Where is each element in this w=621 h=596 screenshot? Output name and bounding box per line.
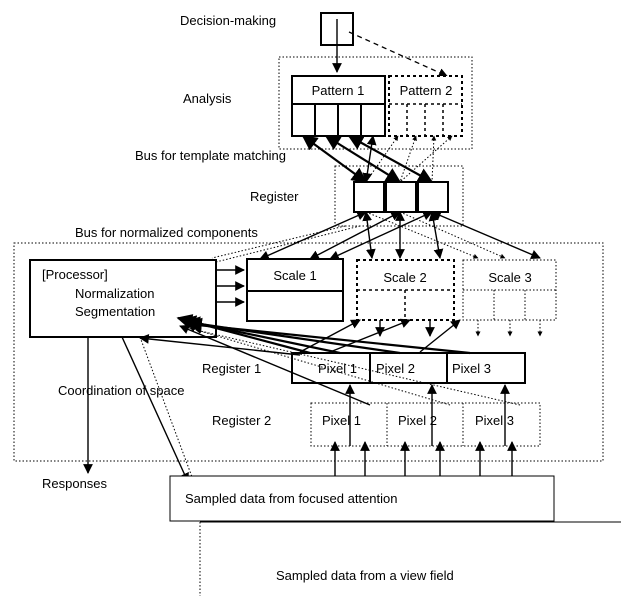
view-field-box: Sampled data from a view field: [199, 521, 621, 596]
template-matching-bus-arrows: [301, 135, 453, 183]
processor-normalization: Normalization: [75, 286, 154, 301]
pixels-to-processor-arrows: [139, 314, 521, 406]
focused-attention-label: Sampled data from focused attention: [185, 491, 397, 506]
register-2-pixel-2: Pixel 2: [398, 413, 437, 428]
register-2-pixel-1: Pixel 1: [322, 413, 361, 428]
decision-to-pattern2-arrow: [348, 31, 448, 77]
register-2-label: Register 2: [212, 413, 271, 428]
scale-2-label: Scale 2: [383, 270, 426, 285]
register2-to-register1-arrows: [345, 384, 510, 446]
register-1-pixel-1: Pixel 1: [318, 361, 357, 376]
decision-making-label: Decision-making: [180, 13, 276, 28]
register-cells: [353, 181, 449, 213]
register-2-pixels: Pixel 1 Pixel 2 Pixel 3: [310, 402, 541, 447]
processor-output-arrows: [83, 336, 209, 521]
coordination-of-space-label: Coordination of space: [58, 383, 184, 398]
analysis-label: Analysis: [183, 91, 232, 106]
scale-1-label: Scale 1: [273, 268, 316, 283]
processor-title: [Processor]: [42, 267, 108, 282]
register-1-pixel-2: Pixel 2: [376, 361, 415, 376]
pattern-1-label: Pattern 1: [312, 83, 365, 98]
register-1-pixel-3: Pixel 3: [452, 361, 491, 376]
focused-attention-box: Sampled data from focused attention: [169, 475, 555, 522]
register-1-pixels: Pixel 1 Pixel 2 Pixel 3: [291, 352, 526, 384]
processor-box: [Processor] Normalization Segmentation: [29, 259, 217, 338]
scale-3-box: Scale 3: [462, 259, 557, 321]
normalized-components-bus-arrows: [211, 210, 541, 263]
bus-normalized-components-label: Bus for normalized components: [75, 225, 258, 240]
scale-2-box: Scale 2: [356, 259, 455, 321]
sampled-to-register2-arrows: [330, 441, 517, 476]
pattern-1-box: Pattern 1: [291, 75, 386, 137]
processor-to-scale-arrows: [217, 265, 245, 307]
scale-1-box: Scale 1: [246, 258, 344, 322]
scale-3-label: Scale 3: [488, 270, 531, 285]
register-1-label: Register 1: [202, 361, 261, 376]
view-field-label: Sampled data from a view field: [276, 568, 454, 583]
processor-segmentation: Segmentation: [75, 304, 155, 319]
register-2-pixel-3: Pixel 3: [475, 413, 514, 428]
bus-template-matching-label: Bus for template matching: [135, 148, 286, 163]
pattern-2-box: Pattern 2: [388, 75, 463, 137]
register-label: Register: [250, 189, 299, 204]
responses-label: Responses: [42, 476, 108, 491]
pattern-2-label: Pattern 2: [400, 83, 453, 98]
